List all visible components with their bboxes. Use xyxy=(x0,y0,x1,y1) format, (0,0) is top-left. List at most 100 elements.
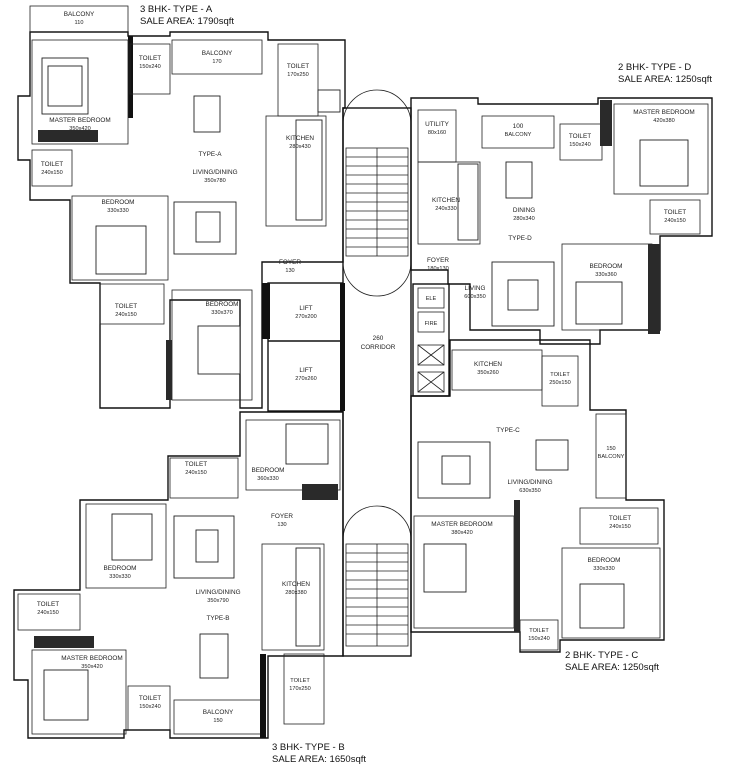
a-toilet-1-label: TOILET xyxy=(139,55,161,62)
type-d-sale-area: SALE AREA: 1250sqft xyxy=(618,74,713,85)
fire-label: FIRE xyxy=(425,321,438,327)
unit-type-b: BEDROOM 360x330 TOILET 240x150 FOYER 130… xyxy=(13,411,344,739)
b-toilet-4-label: TOILET xyxy=(290,678,310,684)
c-toilet-2-size: 240x150 xyxy=(609,524,630,530)
d-tag: TYPE-D xyxy=(508,235,532,242)
lift-1-label: LIFT xyxy=(299,305,312,312)
lift-2-label: LIFT xyxy=(299,367,312,374)
a-tag: TYPE-A xyxy=(198,151,222,158)
b-foyer-size: 130 xyxy=(277,522,286,528)
d-foyer-size: 180x130 xyxy=(427,266,448,272)
b-toilet-2-label: TOILET xyxy=(37,601,59,608)
type-b-title: 3 BHK- TYPE - B xyxy=(272,742,345,753)
d-foyer-label: FOYER xyxy=(427,257,449,264)
d-master-bedroom-size: 420x380 xyxy=(653,118,674,124)
b-toilet-1-size: 240x150 xyxy=(185,470,206,476)
a-toilet-2-size: 170x250 xyxy=(287,72,308,78)
central-core: 260 CORRIDOR xyxy=(342,89,412,657)
c-tag: TYPE-C xyxy=(496,427,520,434)
a-balcony-label: BALCONY xyxy=(202,50,233,57)
b-toilet-2-size: 240x150 xyxy=(37,610,58,616)
d-toilet-2-label: TOILET xyxy=(664,209,686,216)
stair-upper xyxy=(342,89,412,297)
c-kitchen-size: 350x260 xyxy=(477,370,498,376)
c-balcony-label: BALCONY xyxy=(598,454,625,460)
b-master-bedroom-label: MASTER BEDROOM xyxy=(61,655,122,662)
unit-type-d: UTILITY 80x160 100 BALCONY TOILET 150x24… xyxy=(410,97,713,345)
a-toilet-4-size: 240x150 xyxy=(115,312,136,318)
d-toilet-1-label: TOILET xyxy=(569,133,591,140)
corridor-size-label: 260 xyxy=(373,335,384,342)
c-toilet-3-label: TOILET xyxy=(529,628,549,634)
a-kitchen-label: KITCHEN xyxy=(286,135,314,142)
b-living-size: 350x790 xyxy=(207,598,228,604)
type-c-title-block: 2 BHK- TYPE - C SALE AREA: 1250sqft xyxy=(565,650,659,674)
b-foyer-label: FOYER xyxy=(271,513,293,520)
d-utility-label: UTILITY xyxy=(425,121,450,128)
d-living-size: 600x350 xyxy=(464,294,485,300)
c-toilet-1-size: 250x150 xyxy=(549,380,570,386)
corridor-label: CORRIDOR xyxy=(361,344,396,351)
b-toilet-3-label: TOILET xyxy=(139,695,161,702)
b-bedroom-1-size: 360x330 xyxy=(257,476,278,482)
b-toilet-1-label: TOILET xyxy=(185,461,207,468)
a-balcony-top-size: 110 xyxy=(75,20,84,26)
type-b-sale-area: SALE AREA: 1650sqft xyxy=(272,754,367,765)
b-bedroom-2-label: BEDROOM xyxy=(103,565,136,572)
b-balcony-label: BALCONY xyxy=(203,709,234,716)
type-d-title-block: 2 BHK- TYPE - D SALE AREA: 1250sqft xyxy=(618,62,712,86)
a-bedroom-2-label: BEDROOM xyxy=(205,301,238,308)
ele-label: ELE xyxy=(426,296,437,302)
type-c-sale-area: SALE AREA: 1250sqft xyxy=(565,662,660,673)
a-living-size: 350x780 xyxy=(204,178,225,184)
unit-type-a: BALCONY 110 BALCONY 170 TOILET 150x240 T… xyxy=(17,5,346,409)
a-master-bedroom-size: 350x420 xyxy=(69,126,90,132)
type-b-title-block: 3 BHK- TYPE - B SALE AREA: 1650sqft xyxy=(272,742,366,766)
d-bedroom-label: BEDROOM xyxy=(589,263,622,270)
d-living-label: LIVING xyxy=(465,285,486,292)
a-bedroom-2-size: 330x370 xyxy=(211,310,232,316)
c-toilet-1-label: TOILET xyxy=(550,372,570,378)
c-kitchen-label: KITCHEN xyxy=(474,361,502,368)
c-master-bedroom-size: 380x420 xyxy=(451,530,472,536)
type-a-sale-area: SALE AREA: 1790sqft xyxy=(140,16,235,27)
a-toilet-3-size: 240x150 xyxy=(41,170,62,176)
c-toilet-3-size: 150x240 xyxy=(528,636,549,642)
d-balcony-label: BALCONY xyxy=(505,132,532,138)
c-living-label: LIVING/DINING xyxy=(507,479,552,486)
a-bedroom-1-label: BEDROOM xyxy=(101,199,134,206)
a-toilet-4-label: TOILET xyxy=(115,303,137,310)
d-balcony-size: 100 xyxy=(513,123,524,130)
a-foyer-size: 130 xyxy=(285,268,294,274)
c-balcony-size: 150 xyxy=(606,446,615,452)
b-toilet-4-size: 170x250 xyxy=(289,686,310,692)
d-dining-size: 280x340 xyxy=(513,216,534,222)
stair-lower xyxy=(342,505,412,647)
d-bedroom-size: 330x360 xyxy=(595,272,616,278)
a-toilet-1-size: 150x240 xyxy=(139,64,160,70)
b-living-label: LIVING/DINING xyxy=(195,589,240,596)
type-a-title: 3 BHK- TYPE - A xyxy=(140,4,213,15)
a-living-label: LIVING/DINING xyxy=(192,169,237,176)
b-bedroom-2-size: 330x330 xyxy=(109,574,130,580)
d-toilet-1-size: 150x240 xyxy=(569,142,590,148)
c-bedroom-size: 330x330 xyxy=(593,566,614,572)
type-a-title-block: 3 BHK- TYPE - A SALE AREA: 1790sqft xyxy=(140,4,234,28)
b-master-bedroom-size: 350x420 xyxy=(81,664,102,670)
lift-2-size: 270x260 xyxy=(295,376,316,382)
d-toilet-2-size: 240x150 xyxy=(664,218,685,224)
d-utility-size: 80x160 xyxy=(428,130,446,136)
d-kitchen-label: KITCHEN xyxy=(432,197,460,204)
b-kitchen-size: 280x380 xyxy=(285,590,306,596)
lift-1-size: 270x200 xyxy=(295,314,316,320)
a-toilet-3-label: TOILET xyxy=(41,161,63,168)
a-toilet-2-label: TOILET xyxy=(287,63,309,70)
a-kitchen-size: 280x430 xyxy=(289,144,310,150)
c-living-size: 630x350 xyxy=(519,488,540,494)
service-shafts: ELE FIRE xyxy=(412,283,450,397)
a-bedroom-1-size: 330x330 xyxy=(107,208,128,214)
lift-block: LIFT 270x200 LIFT 270x260 xyxy=(262,282,345,412)
type-c-title: 2 BHK- TYPE - C xyxy=(565,650,639,661)
b-kitchen-label: KITCHEN xyxy=(282,581,310,588)
